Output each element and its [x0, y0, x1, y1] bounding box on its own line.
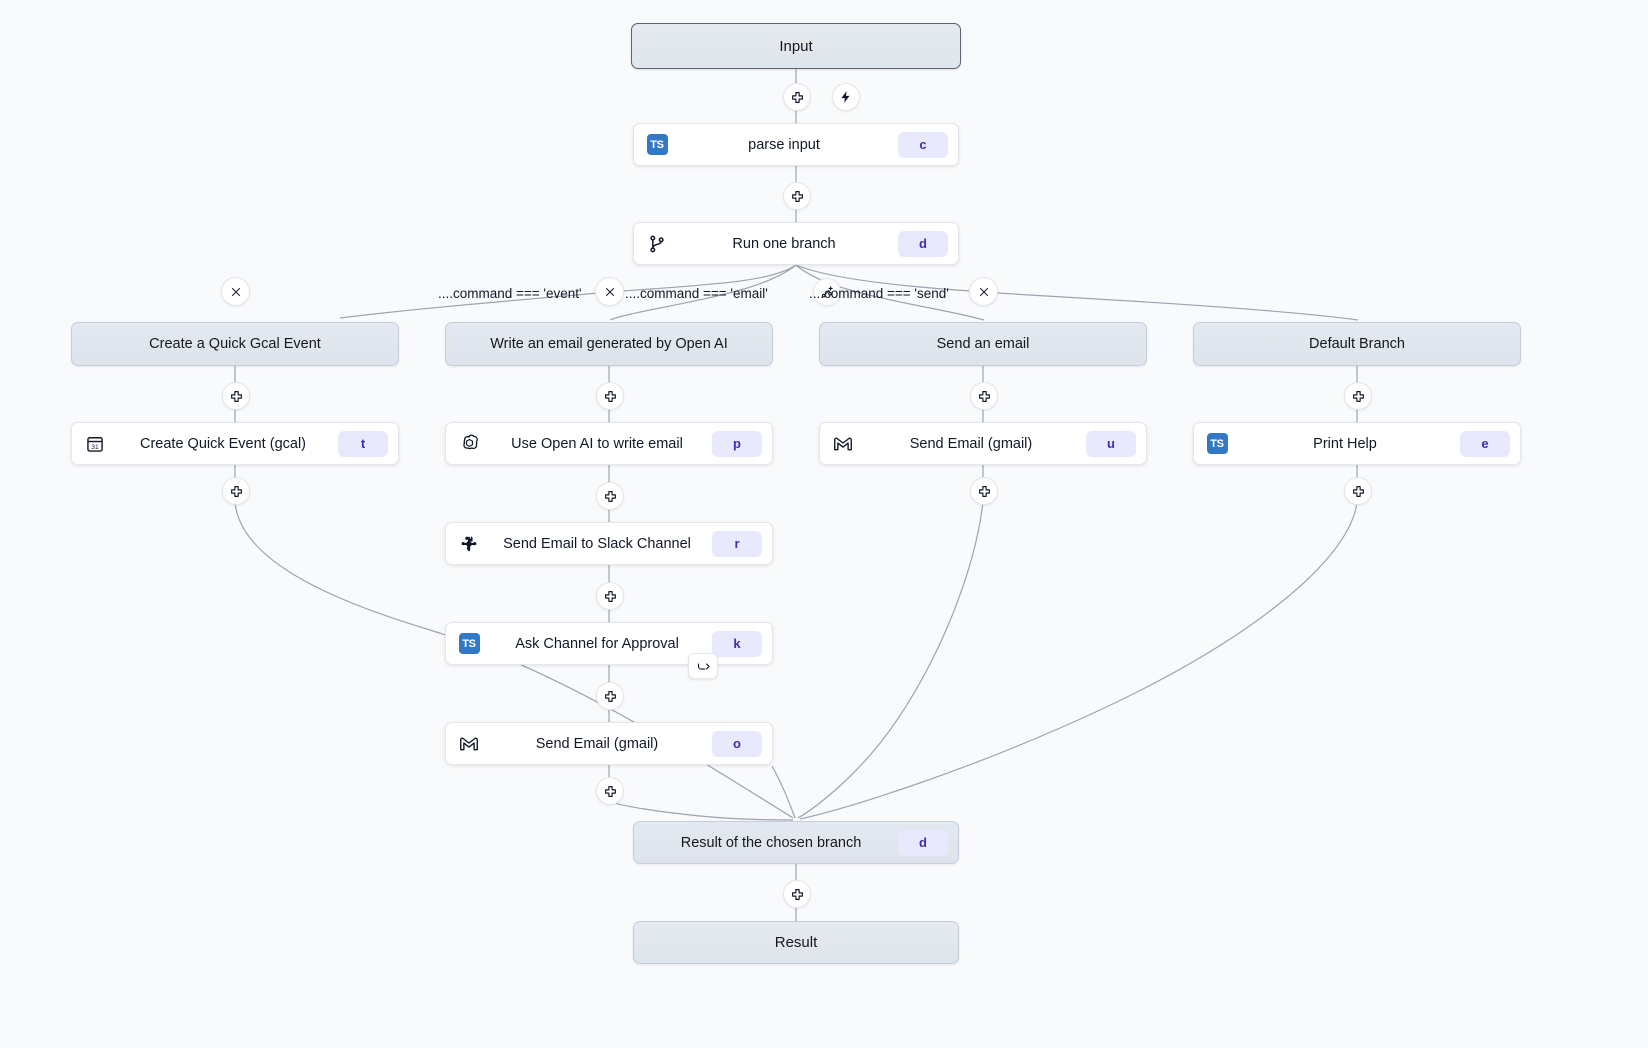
node-send-email-gmail-branch3-label: Send Email (gmail) [909, 435, 1033, 452]
svg-text:31: 31 [91, 444, 99, 451]
branch-header-4[interactable]: Default Branch [1193, 322, 1521, 366]
add-step-button[interactable] [596, 482, 624, 510]
node-ask-channel-approval-badge[interactable]: k [712, 630, 762, 657]
gmail-icon [456, 731, 482, 757]
node-result-of-chosen-branch-badge[interactable]: d [898, 829, 948, 856]
add-step-button[interactable] [596, 682, 624, 710]
node-input-label: Input [779, 37, 813, 55]
add-step-button[interactable] [596, 382, 624, 410]
branch-header-4-label: Default Branch [1309, 336, 1405, 352]
node-send-email-slack[interactable]: Send Email to Slack Channel r [445, 522, 773, 565]
node-send-email-gmail-branch2[interactable]: Send Email (gmail) o [445, 722, 773, 765]
plus-icon [1352, 485, 1364, 497]
plus-icon [604, 785, 616, 797]
add-step-button[interactable] [222, 382, 250, 410]
add-step-button[interactable] [222, 477, 250, 505]
google-calendar-icon: 31 [82, 431, 108, 457]
node-print-help-badge[interactable]: e [1460, 430, 1510, 457]
node-input[interactable]: Input [631, 23, 961, 69]
branch-header-3[interactable]: Send an email [819, 322, 1147, 366]
add-step-button[interactable] [783, 182, 811, 210]
add-trigger-button[interactable] [832, 83, 860, 111]
branch-header-2[interactable]: Write an email generated by Open AI [445, 322, 773, 366]
typescript-icon: TS [1204, 431, 1230, 457]
branch-header-2-label: Write an email generated by Open AI [490, 336, 728, 352]
branch-condition-label-2: ....command === 'email' [625, 286, 768, 301]
node-result-of-chosen-branch[interactable]: Result of the chosen branch d [633, 821, 959, 864]
add-step-button[interactable] [970, 382, 998, 410]
branch-header-3-label: Send an email [936, 336, 1030, 352]
node-use-openai-label: Use Open AI to write email [511, 435, 683, 452]
node-send-email-gmail-branch3-badge[interactable]: u [1086, 430, 1136, 457]
add-step-button[interactable] [596, 582, 624, 610]
plus-icon [978, 390, 990, 402]
typescript-icon: TS [644, 132, 670, 158]
node-send-email-gmail-branch3[interactable]: Send Email (gmail) u [819, 422, 1147, 465]
delete-branch-button[interactable] [221, 277, 250, 306]
plus-icon [604, 590, 616, 602]
node-send-email-gmail-branch2-label: Send Email (gmail) [535, 735, 659, 752]
plus-icon [230, 390, 242, 402]
node-run-one-branch[interactable]: Run one branch d [633, 222, 959, 265]
lightning-icon [841, 91, 850, 103]
suspend-resume-icon [697, 662, 710, 670]
delete-branch-button[interactable] [595, 277, 624, 306]
typescript-icon: TS [456, 631, 482, 657]
close-icon [231, 287, 240, 296]
plus-icon [791, 888, 803, 900]
branch-header-1-label: Create a Quick Gcal Event [149, 336, 321, 352]
git-branch-icon [644, 231, 670, 257]
branch-condition-label-3: ....command === 'send' [809, 286, 949, 301]
node-result-of-chosen-branch-label: Result of the chosen branch [680, 834, 862, 851]
suspend-resume-badge[interactable] [688, 653, 718, 679]
close-icon [605, 287, 614, 296]
plus-icon [791, 190, 803, 202]
node-use-openai[interactable]: Use Open AI to write email p [445, 422, 773, 465]
add-step-button[interactable] [970, 477, 998, 505]
plus-icon [604, 690, 616, 702]
add-step-button[interactable] [596, 777, 624, 805]
node-run-one-branch-badge[interactable]: d [898, 230, 948, 257]
node-send-email-gmail-branch2-badge[interactable]: o [712, 730, 762, 757]
gmail-icon [830, 431, 856, 457]
add-step-button[interactable] [1344, 382, 1372, 410]
node-parse-input-label: parse input [748, 136, 820, 153]
node-send-email-slack-badge[interactable]: r [712, 530, 762, 557]
delete-branch-button[interactable] [969, 277, 998, 306]
plus-icon [604, 490, 616, 502]
node-create-quick-event-label: Create Quick Event (gcal) [139, 435, 306, 452]
node-parse-input[interactable]: TS parse input c [633, 123, 959, 166]
branch-condition-label-1: ....command === 'event' [438, 286, 582, 301]
plus-icon [1352, 390, 1364, 402]
node-result[interactable]: Result [633, 921, 959, 964]
openai-icon [456, 431, 482, 457]
branch-header-1[interactable]: Create a Quick Gcal Event [71, 322, 399, 366]
node-print-help-label: Print Help [1313, 435, 1377, 452]
node-use-openai-badge[interactable]: p [712, 430, 762, 457]
node-send-email-slack-label: Send Email to Slack Channel [503, 535, 691, 552]
node-parse-input-badge[interactable]: c [898, 131, 948, 158]
plus-icon [230, 485, 242, 497]
plus-icon [604, 390, 616, 402]
node-run-one-branch-label: Run one branch [732, 235, 836, 252]
node-ask-channel-approval[interactable]: TS Ask Channel for Approval k [445, 622, 773, 665]
add-step-button[interactable] [783, 83, 811, 111]
node-create-quick-event-badge[interactable]: t [338, 430, 388, 457]
node-result-label: Result [774, 934, 818, 951]
slack-icon [456, 531, 482, 557]
add-step-button[interactable] [1344, 477, 1372, 505]
add-branch-icon [821, 285, 833, 297]
close-icon [979, 287, 988, 296]
plus-icon [978, 485, 990, 497]
add-branch-button[interactable] [813, 278, 841, 306]
add-step-button[interactable] [783, 880, 811, 908]
node-create-quick-event[interactable]: 31 Create Quick Event (gcal) t [71, 422, 399, 465]
plus-icon [791, 91, 803, 103]
node-print-help[interactable]: TS Print Help e [1193, 422, 1521, 465]
node-ask-channel-approval-label: Ask Channel for Approval [515, 635, 679, 652]
